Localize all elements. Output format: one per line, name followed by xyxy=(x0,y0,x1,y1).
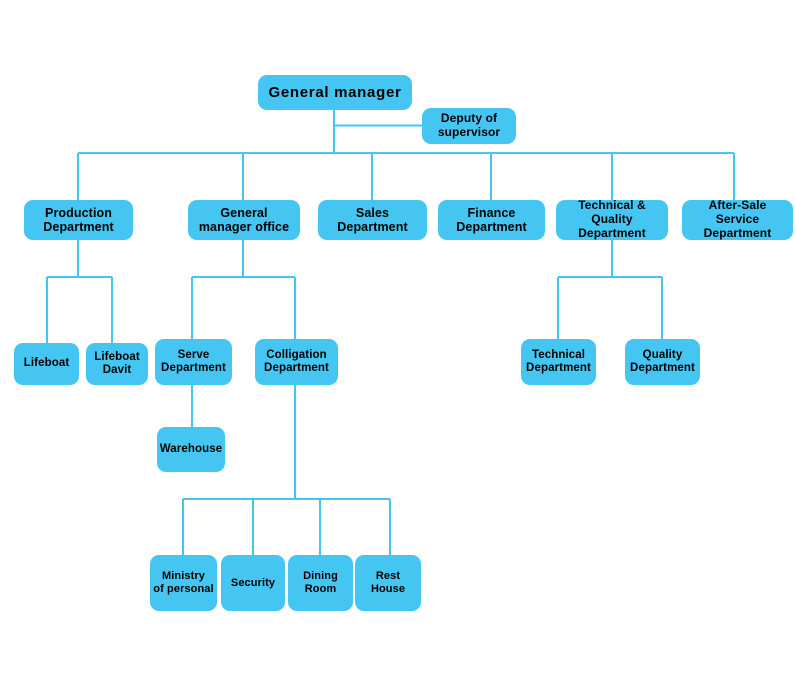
node-ministry-of-personal[interactable]: Ministry of personal xyxy=(150,555,217,611)
node-deputy-of-supervisor[interactable]: Deputy of supervisor xyxy=(422,108,516,144)
node-technical-quality-department[interactable]: Technical & Quality Department xyxy=(556,198,668,240)
node-rest-house[interactable]: Rest House xyxy=(355,555,421,611)
node-general-manager[interactable]: General manager xyxy=(258,75,412,110)
node-finance-department[interactable]: Finance Department xyxy=(438,200,545,240)
node-security[interactable]: Security xyxy=(221,555,285,611)
node-colligation-department[interactable]: Colligation Department xyxy=(255,339,338,385)
node-warehouse[interactable]: Warehouse xyxy=(157,427,225,472)
node-technical-department[interactable]: Technical Department xyxy=(521,339,596,385)
node-production-department[interactable]: Production Department xyxy=(24,200,133,240)
node-lifeboat[interactable]: Lifeboat xyxy=(14,343,79,385)
node-lifeboat-davit[interactable]: Lifeboat Davit xyxy=(86,343,148,385)
node-general-manager-office[interactable]: General manager office xyxy=(188,200,300,240)
node-after-sale-service-department[interactable]: After-Sale Service Department xyxy=(682,198,793,240)
node-sales-department[interactable]: Sales Department xyxy=(318,200,427,240)
node-serve-department[interactable]: Serve Department xyxy=(155,339,232,385)
node-quality-department[interactable]: Quality Department xyxy=(625,339,700,385)
node-dining-room[interactable]: Dining Room xyxy=(288,555,353,611)
